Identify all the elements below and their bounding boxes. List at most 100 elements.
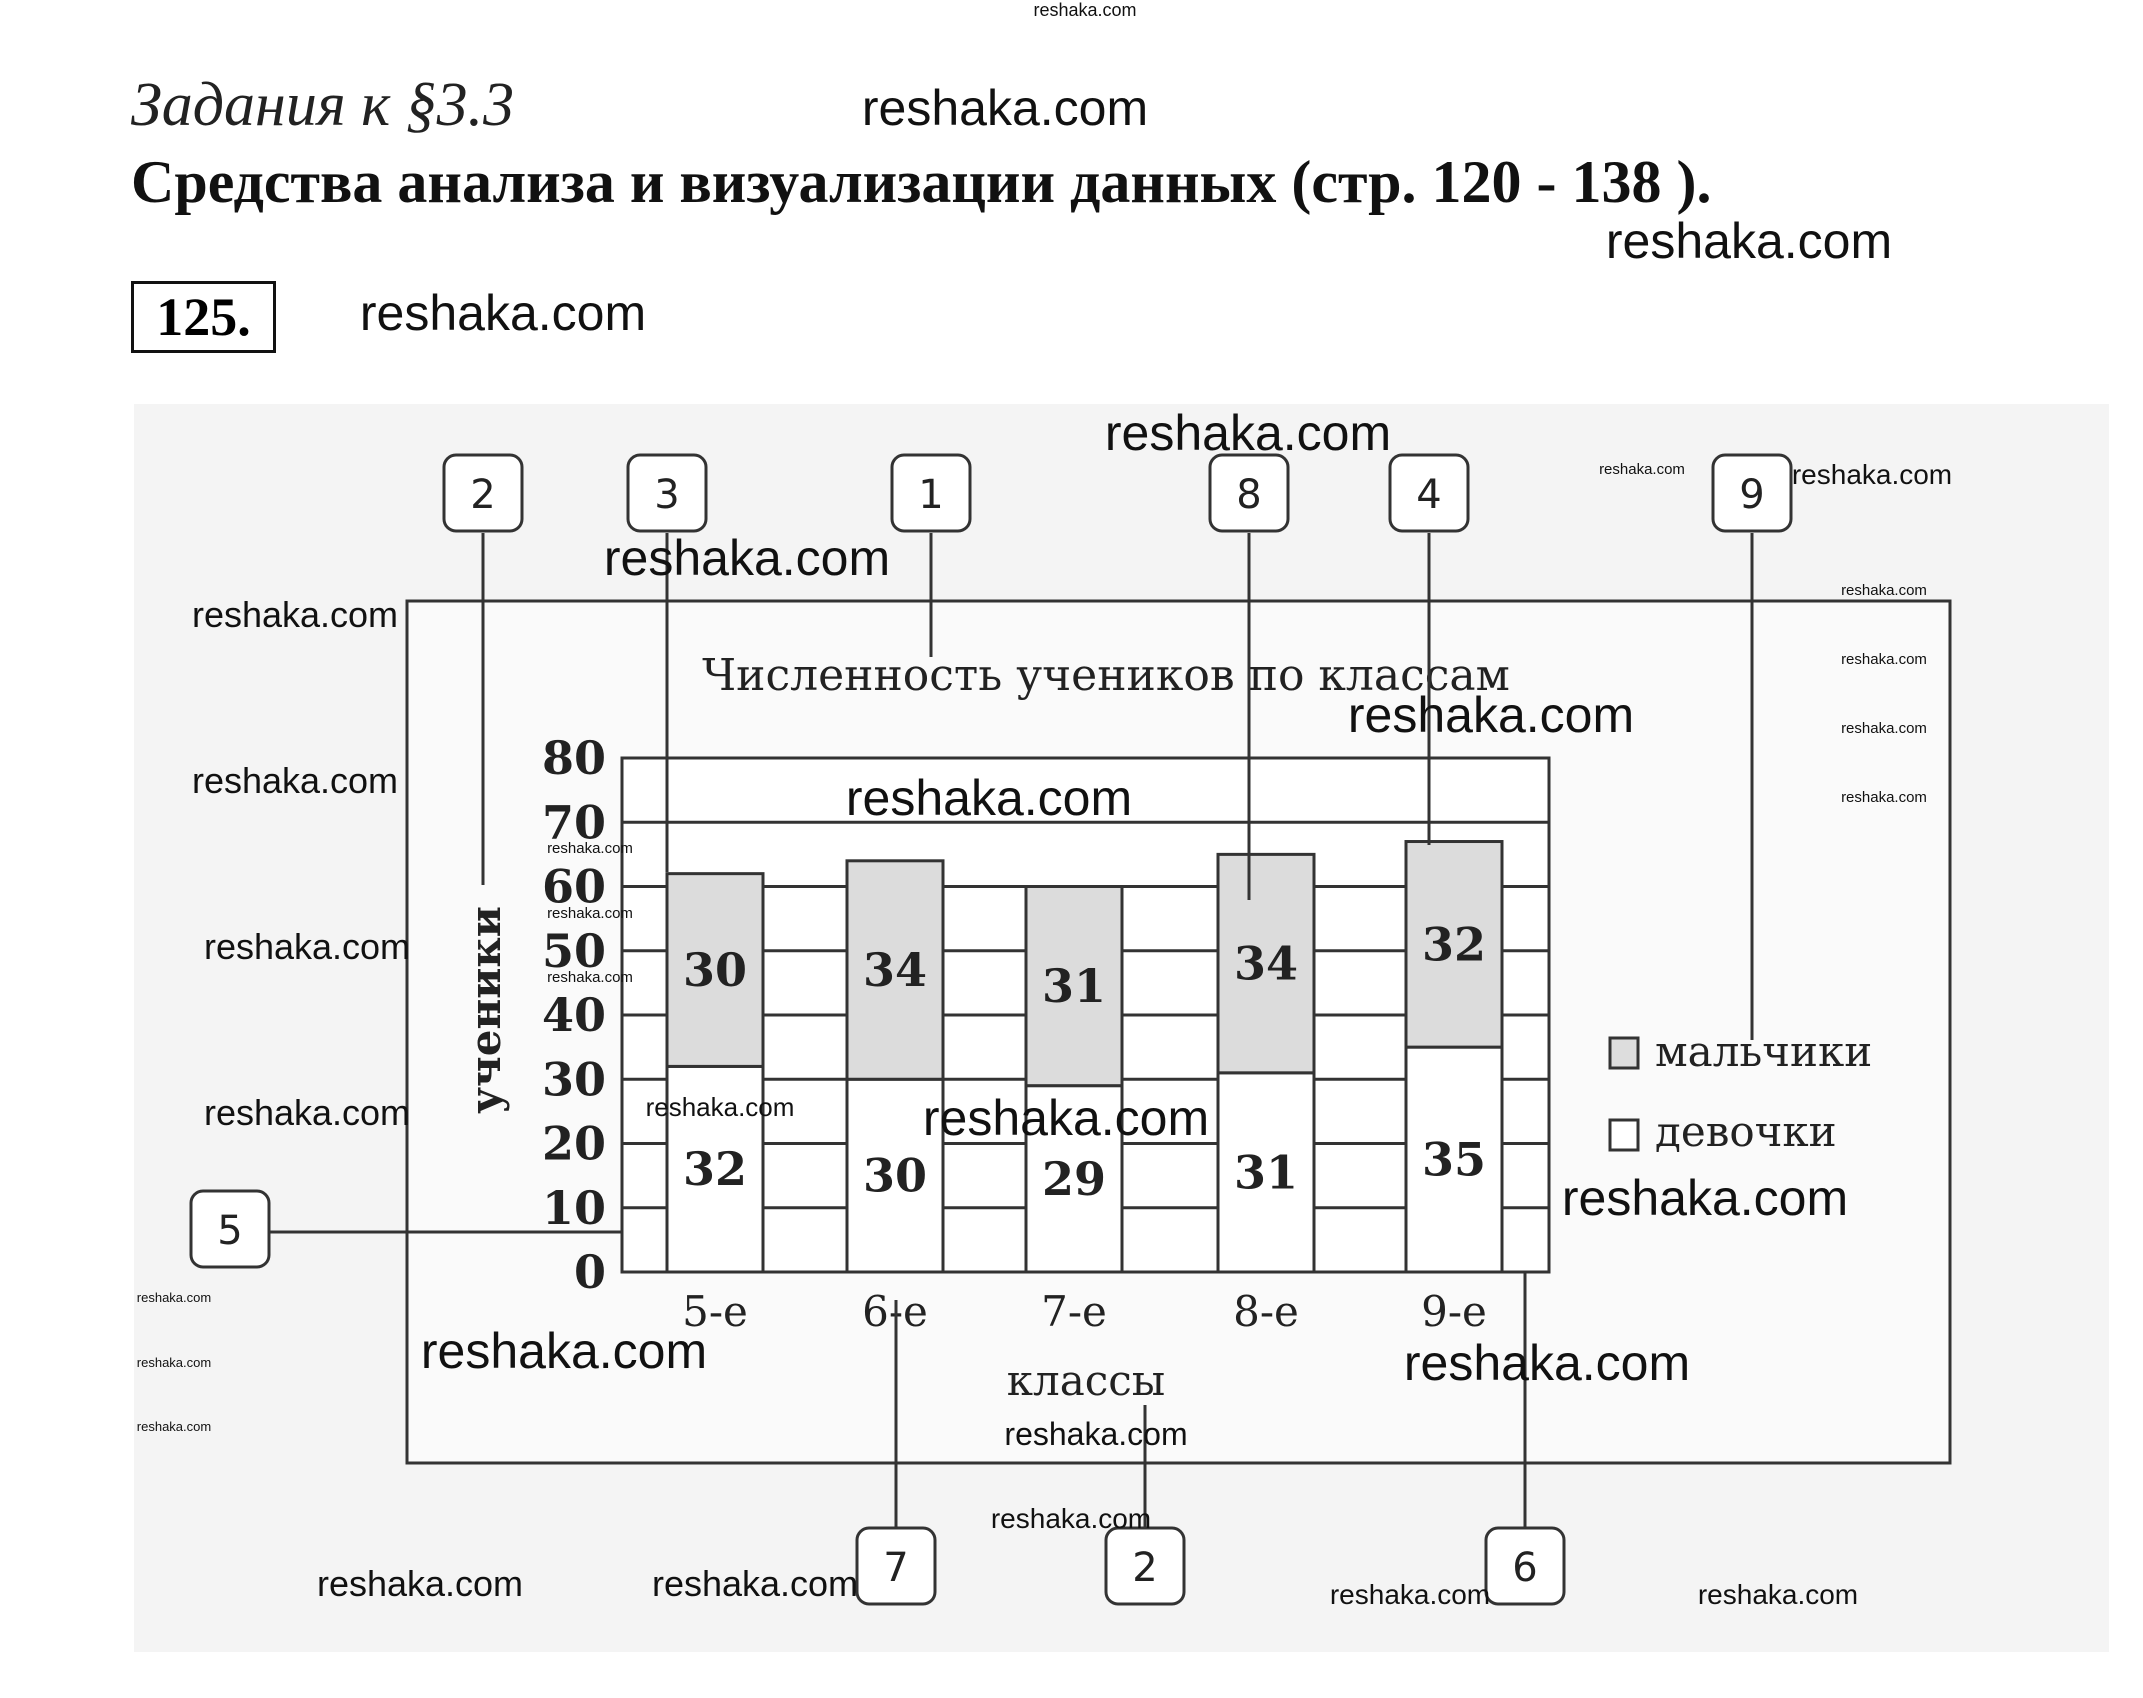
- bar-girls: [1404, 1045, 1504, 1274]
- callout-top-1: [626, 453, 708, 533]
- watermark-text: reshaka.com: [1841, 789, 1927, 806]
- watermark-text: reshaka.com: [1105, 405, 1391, 461]
- watermark-text: reshaka.com: [1698, 1579, 1858, 1610]
- legend-swatch-girls: [1608, 1118, 1640, 1152]
- watermark-text: reshaka.com: [137, 1419, 211, 1434]
- watermark-text: reshaka.com: [192, 760, 398, 801]
- data-label: 32: [1422, 917, 1486, 971]
- chart-title: Численность учеников по классам: [702, 650, 1510, 701]
- data-label: 34: [863, 943, 927, 997]
- callout-top-2-number: 1: [918, 472, 943, 518]
- watermark-text: reshaka.com: [421, 1323, 707, 1379]
- callout-top-4-number: 4: [1416, 472, 1441, 518]
- legend-label-boys: мальчики: [1655, 1027, 1872, 1076]
- watermark-text: reshaka.com: [204, 1092, 410, 1133]
- callout-top-4: [1388, 453, 1470, 533]
- y-axis-label: ученики: [461, 906, 510, 1114]
- callout-top-0-number: 2: [470, 472, 495, 518]
- callout-bottom-2: [1484, 1526, 1566, 1606]
- watermark-text: reshaka.com: [547, 905, 633, 922]
- data-label: 31: [1042, 959, 1106, 1013]
- y-tick-label: 40: [542, 988, 606, 1042]
- watermark-text: reshaka.com: [1404, 1335, 1690, 1391]
- watermark-text: reshaka.com: [317, 1563, 523, 1604]
- watermark-text: reshaka.com: [137, 1355, 211, 1370]
- y-tick-label: 50: [542, 924, 606, 978]
- watermark-text: reshaka.com: [137, 1290, 211, 1305]
- x-tick-label: 9-е: [1421, 1287, 1487, 1336]
- watermark-text: reshaka.com: [547, 840, 633, 857]
- watermark-text: reshaka.com: [360, 285, 646, 341]
- data-label: 30: [863, 1149, 927, 1203]
- watermark-text: reshaka.com: [192, 594, 398, 635]
- section-heading: Задания к §3.3: [131, 71, 515, 139]
- callout-bottom-2-number: 6: [1512, 1545, 1537, 1591]
- watermark-text: reshaka.com: [923, 1090, 1209, 1146]
- watermark-text: reshaka.com: [1348, 687, 1634, 743]
- watermark-text: reshaka.com: [652, 1563, 858, 1604]
- watermark-text: reshaka.com: [1841, 582, 1927, 599]
- callout-top-1-number: 3: [654, 472, 679, 518]
- bar-girls: [665, 1064, 765, 1274]
- callout-bottom-0: [855, 1526, 937, 1606]
- callout-top-3: [1208, 453, 1290, 533]
- data-label: 32: [683, 1142, 747, 1196]
- callout-bottom-0-number: 7: [883, 1545, 908, 1591]
- y-tick-labels: 0 10 20 30 40 50 60 70 80: [542, 731, 606, 1299]
- legend: мальчики девочки: [1608, 1027, 1872, 1156]
- watermark-text: reshaka.com: [862, 80, 1148, 136]
- x-axis-label: классы: [1007, 1356, 1165, 1405]
- x-tick-label: 5-е: [682, 1287, 748, 1336]
- bar-boys: [1024, 885, 1124, 1088]
- x-tick-label: 7-е: [1041, 1287, 1107, 1336]
- watermark-text: reshaka.com: [1004, 1416, 1187, 1452]
- y-tick-label: 0: [574, 1245, 606, 1299]
- bar-girls: [1024, 1084, 1124, 1274]
- watermark-text: reshaka.com: [1562, 1170, 1848, 1226]
- legend-swatch-boys: [1608, 1036, 1640, 1070]
- y-tick-label: 30: [542, 1052, 606, 1106]
- bar-boys: [1216, 852, 1316, 1075]
- callout-left: [189, 1189, 271, 1269]
- y-tick-label: 20: [542, 1117, 606, 1171]
- page-title: Средства анализа и визуализации данных (…: [131, 149, 1712, 215]
- watermark-text: reshaka.com: [846, 770, 1132, 826]
- bar-boys: [845, 859, 945, 1081]
- data-label: 34: [1234, 937, 1298, 991]
- callout-bottom-1-number: 2: [1132, 1545, 1157, 1591]
- watermark-text: reshaka.com: [1606, 213, 1892, 269]
- watermark-text: reshaka.com: [1033, 0, 1136, 20]
- legend-label-girls: девочки: [1655, 1107, 1837, 1156]
- bar-boys: [665, 872, 765, 1068]
- callout-left-number: 5: [217, 1208, 242, 1254]
- data-label: 35: [1422, 1133, 1486, 1187]
- callout-top-2: [890, 453, 972, 533]
- bar-boys: [1404, 840, 1504, 1049]
- exercise-number: 125.: [131, 281, 276, 353]
- bar-girls: [845, 1077, 945, 1274]
- watermark-text: reshaka.com: [604, 530, 890, 586]
- callout-top-5: [1711, 453, 1793, 533]
- watermark-text: reshaka.com: [646, 1092, 795, 1122]
- watermark-text: reshaka.com: [1330, 1579, 1490, 1610]
- x-tick-label: 8-е: [1233, 1287, 1299, 1336]
- watermark-text: reshaka.com: [1841, 651, 1927, 668]
- callout-bottom-1: [1104, 1526, 1186, 1606]
- data-label: 30: [683, 943, 747, 997]
- data-label: 31: [1234, 1145, 1298, 1199]
- watermark-text: reshaka.com: [1841, 720, 1927, 737]
- watermark-text: reshaka.com: [1599, 461, 1685, 478]
- y-tick-label: 80: [542, 731, 606, 785]
- y-tick-label: 60: [542, 860, 606, 914]
- y-tick-label: 10: [542, 1181, 606, 1235]
- watermark-text: reshaka.com: [1792, 459, 1952, 490]
- callout-top-5-number: 9: [1739, 472, 1764, 518]
- watermarks: reshaka.com reshaka.com reshaka.com reshaka…: [137, 0, 1952, 1610]
- watermark-text: reshaka.com: [547, 969, 633, 986]
- y-tick-label: 70: [542, 795, 606, 849]
- callout-top-3-number: 8: [1236, 472, 1261, 518]
- callout-top-0: [442, 453, 524, 533]
